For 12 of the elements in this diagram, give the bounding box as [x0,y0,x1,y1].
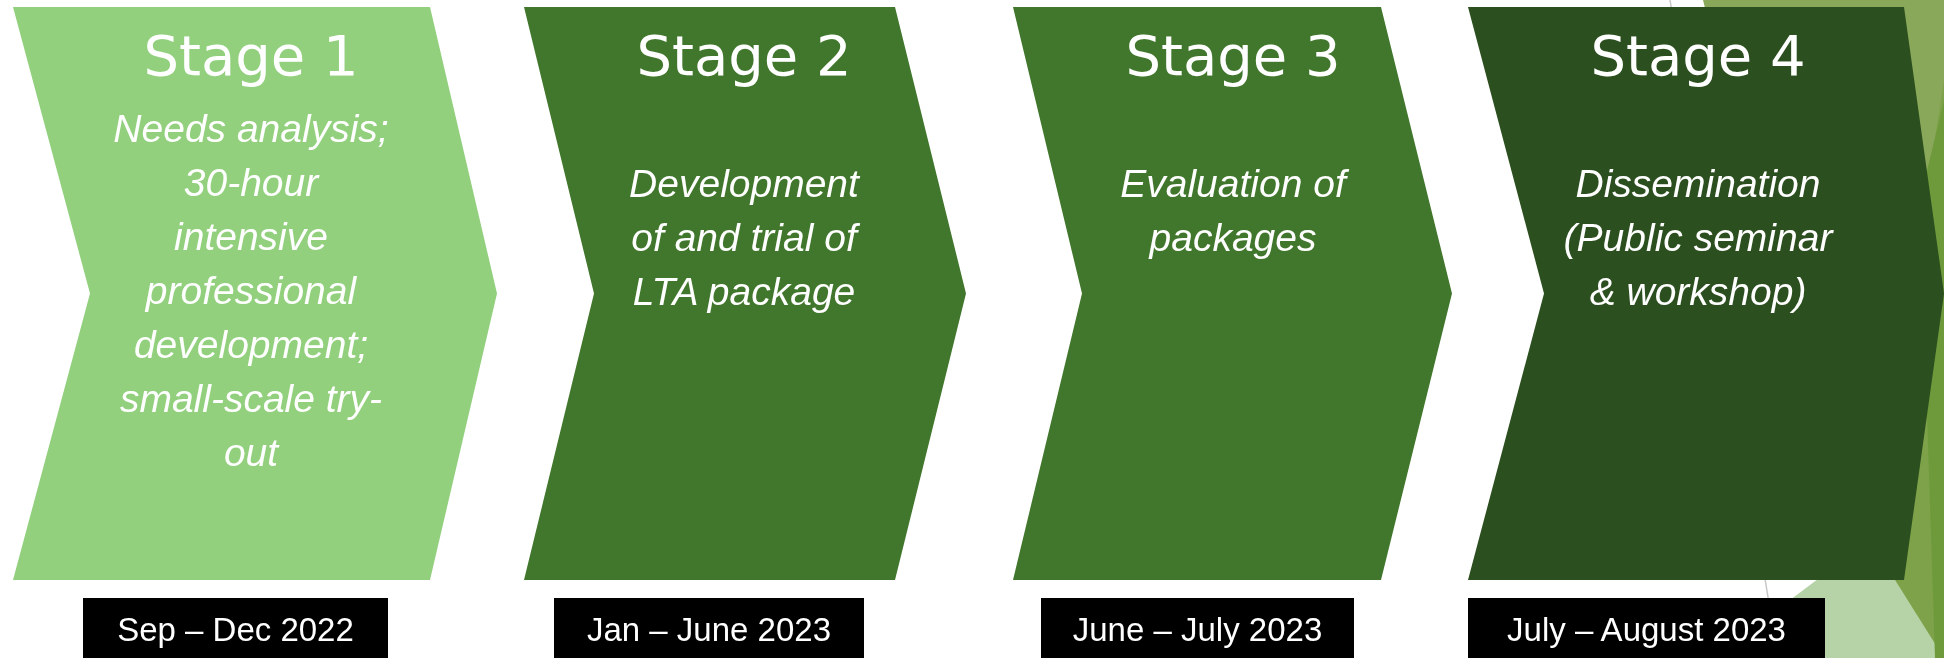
stage-description: Evaluation of packages [1098,157,1368,265]
stage-description: Development of and trial of LTA package [628,161,861,315]
stage-title: Stage 3 [1124,25,1342,87]
date-label: Sep – Dec 2022 [83,598,388,658]
stage-title: Stage 4 [1589,25,1807,87]
stage-title: Stage 2 [635,25,853,87]
date-label: June – July 2023 [1041,598,1354,658]
stage-title: Stage 1 [142,25,360,87]
stage-description: Dissemination (Public seminar & workshop) [1562,161,1835,315]
date-label: Jan – June 2023 [554,598,864,658]
stage-description: Needs analysis; 30-hour intensive professional development; small-scale try-out [112,106,390,476]
date-label: July – August 2023 [1468,598,1825,658]
